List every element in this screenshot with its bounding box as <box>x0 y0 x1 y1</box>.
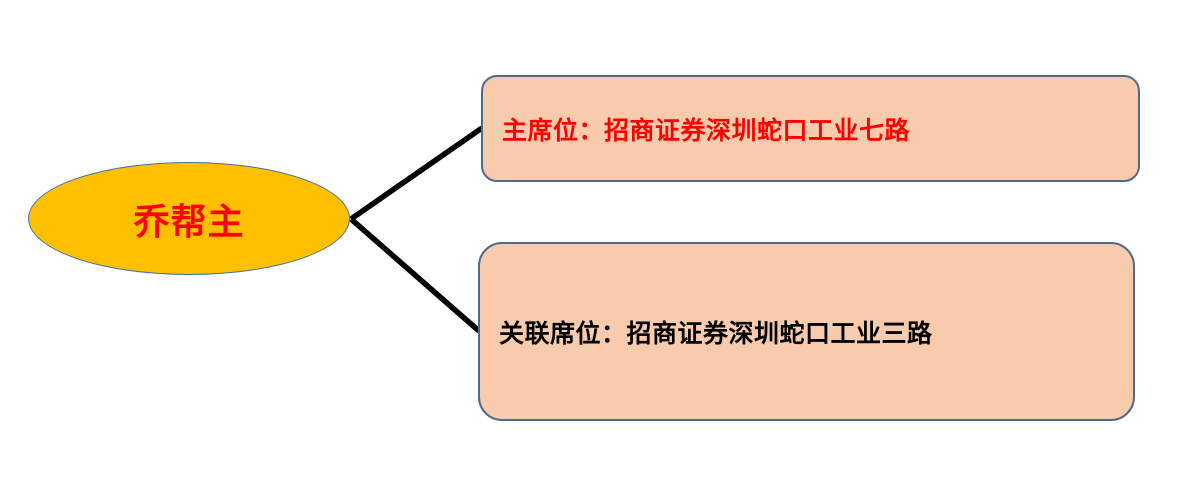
root-node-ellipse: 乔帮主 <box>28 162 350 275</box>
related-seat-box: 关联席位：招商证券深圳蛇口工业三路 <box>478 242 1135 421</box>
primary-seat-box: 主席位：招商证券深圳蛇口工业七路 <box>481 75 1140 182</box>
related-seat-label: 关联席位：招商证券深圳蛇口工业三路 <box>499 318 933 348</box>
connector-primary <box>349 125 484 222</box>
connector-related <box>349 216 481 334</box>
root-node-label: 乔帮主 <box>133 201 245 243</box>
primary-seat-label: 主席位：招商证券深圳蛇口工业七路 <box>502 115 911 145</box>
